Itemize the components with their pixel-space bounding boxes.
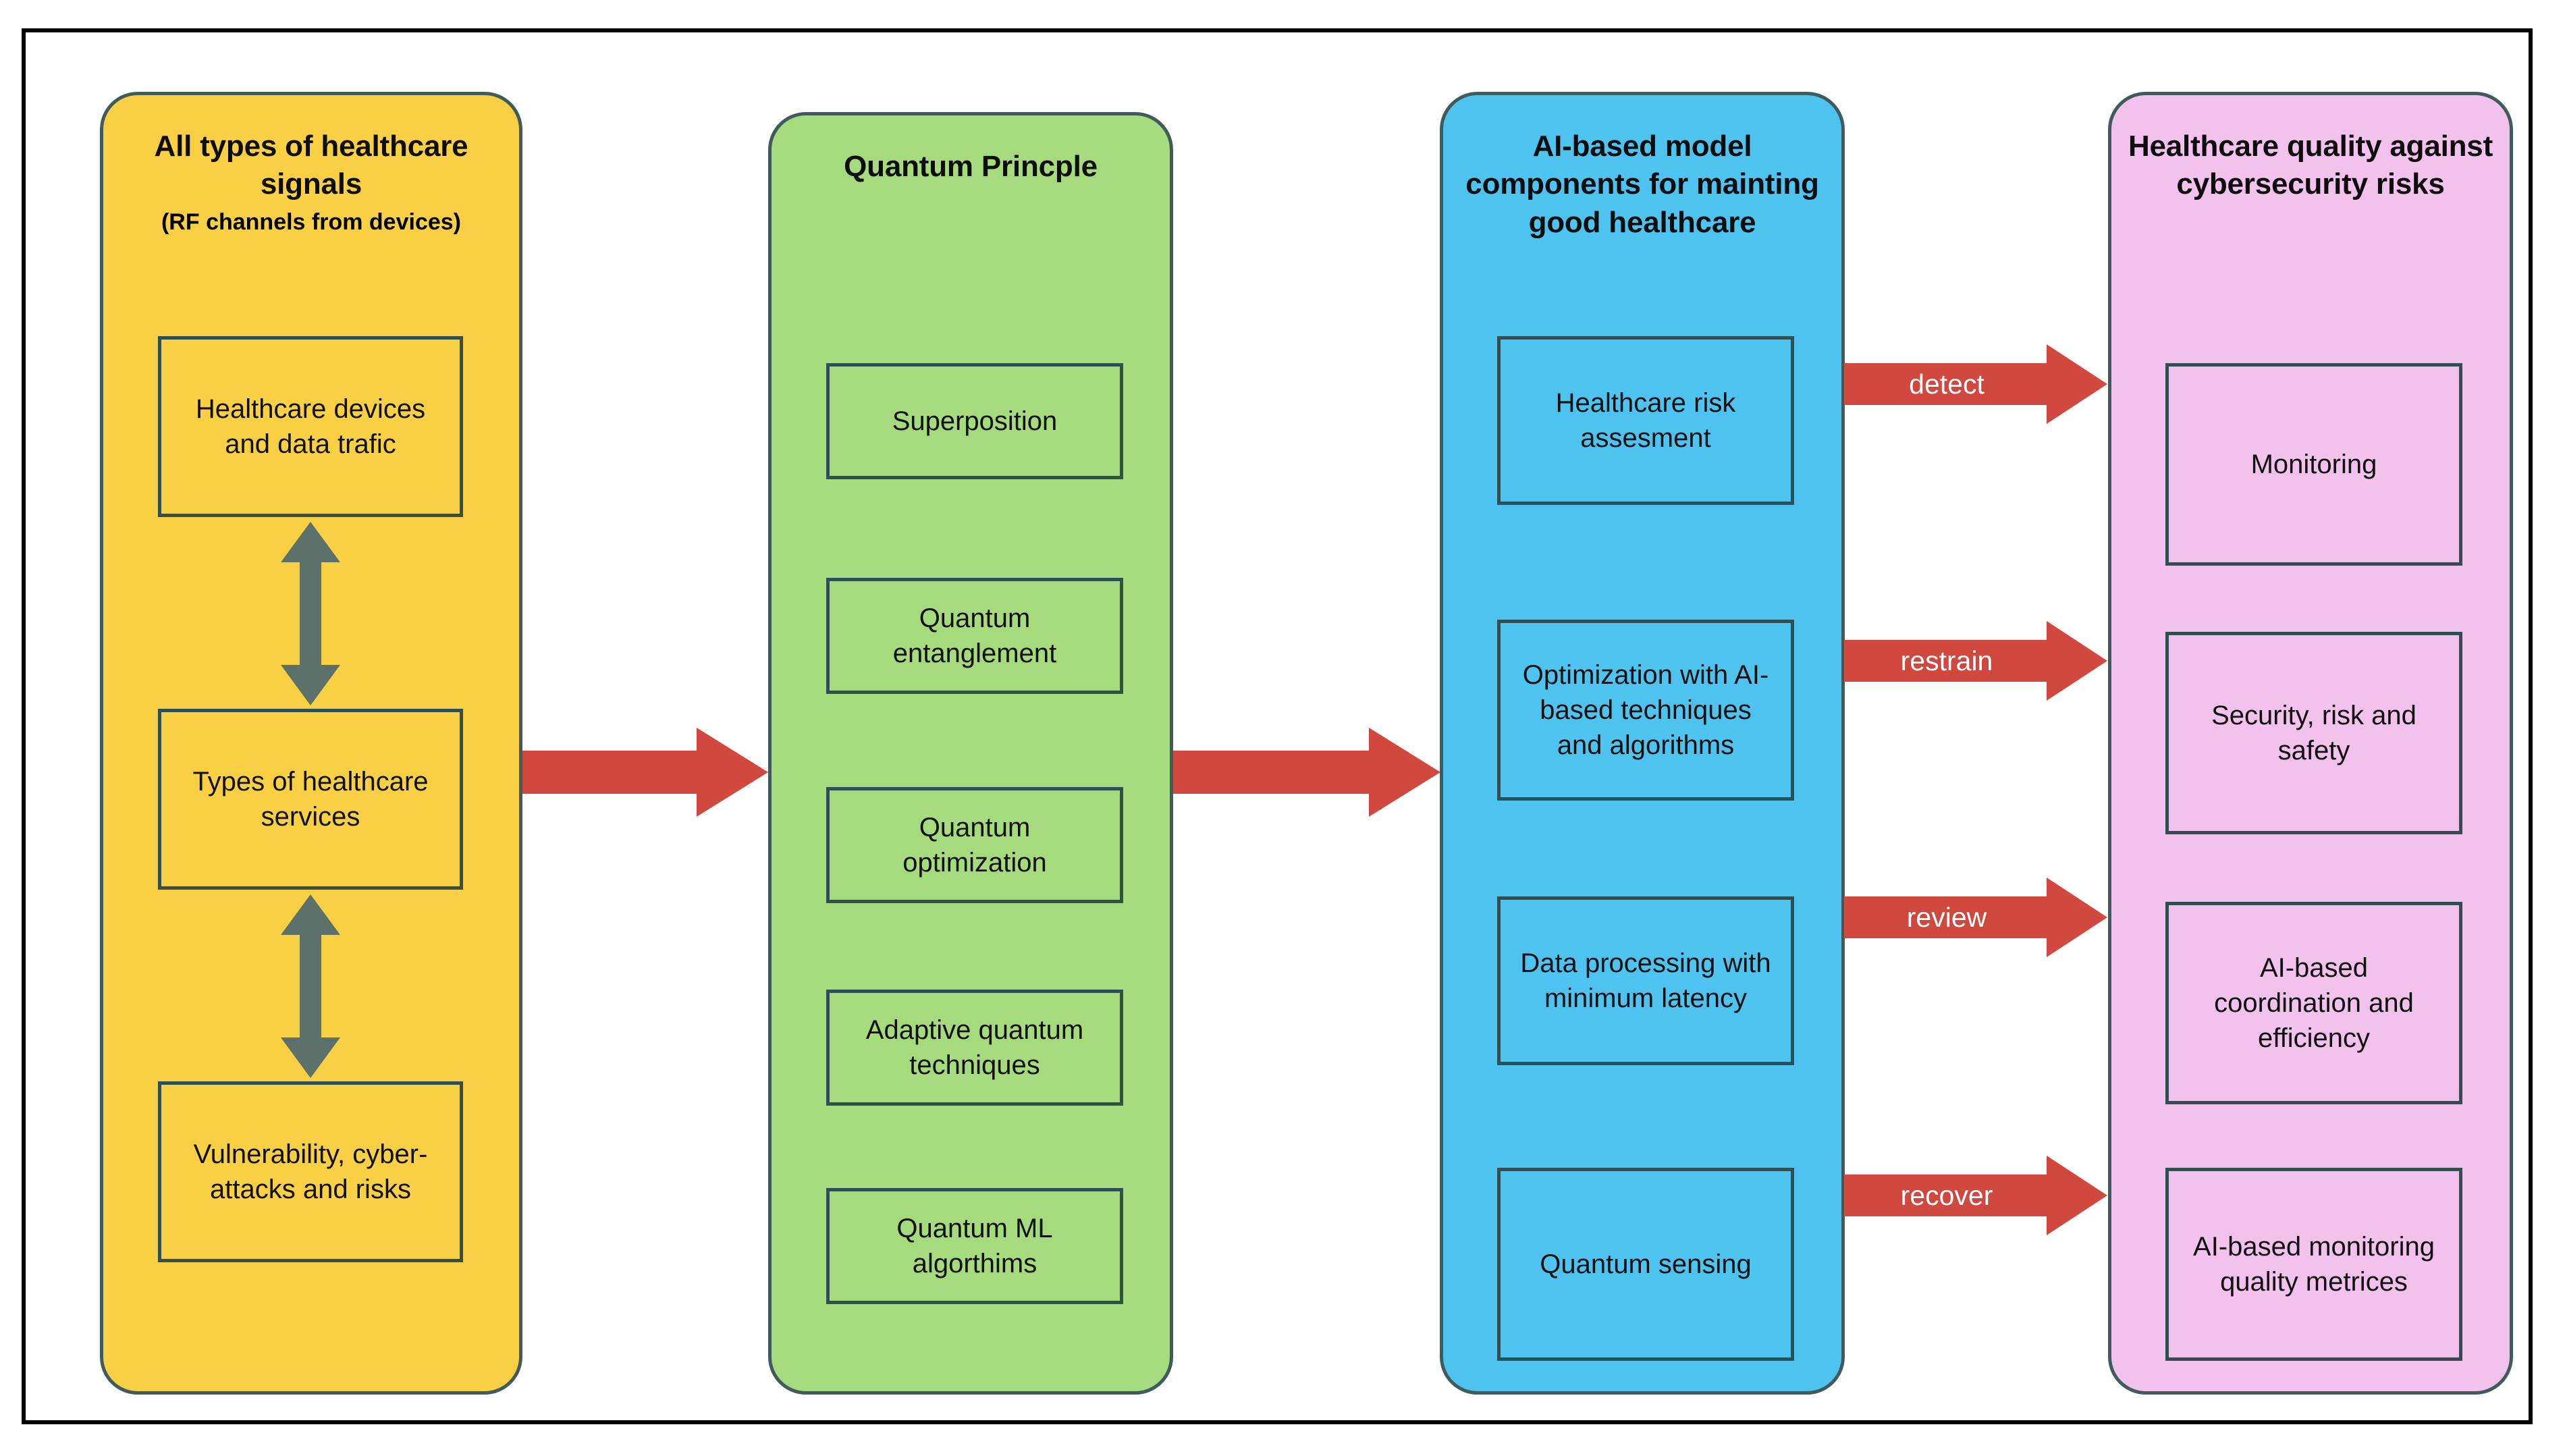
double-arrow-devices-services [278, 522, 343, 705]
item-quantum-ml-algorithms[interactable]: Quantum ML algorthims [826, 1188, 1123, 1304]
panel-subtitle-signals: (RF channels from devices) [161, 209, 461, 235]
item-superposition[interactable]: Superposition [826, 363, 1123, 479]
panel-healthcare-signals: All types of healthcare signals (RF chan… [100, 92, 522, 1395]
panel-title-quality: Healthcare quality against cybersecurity… [2128, 130, 2493, 201]
stage-arrow-signals-to-quantum [522, 728, 768, 817]
panel-healthcare-quality: Healthcare quality against cybersecurity… [2108, 92, 2513, 1395]
stage-arrow-quantum-to-ai [1173, 728, 1440, 817]
item-label: AI-based coordination and efficiency [2214, 953, 2414, 1053]
item-label: Healthcare risk assesment [1555, 388, 1736, 453]
link-arrow-recover: recover [1844, 1156, 2107, 1235]
item-adaptive-quantum-techniques[interactable]: Adaptive quantum techniques [826, 990, 1123, 1106]
item-healthcare-risk-assessment[interactable]: Healthcare risk assesment [1497, 336, 1794, 505]
panel-ai-model-components: AI-based model components for mainting g… [1440, 92, 1845, 1395]
item-label: Monitoring [2250, 450, 2377, 479]
panel-title-signals: All types of healthcare signals [154, 130, 468, 201]
link-arrow-detect: detect [1844, 344, 2107, 424]
item-healthcare-devices[interactable]: Healthcare devices and data trafic [158, 336, 463, 517]
item-label: Superposition [892, 406, 1058, 436]
item-quantum-optimization[interactable]: Quantum optimization [826, 787, 1123, 903]
item-label: Adaptive quantum techniques [865, 1015, 1084, 1080]
link-arrow-restrain: restrain [1844, 621, 2107, 701]
panel-title-ai: AI-based model components for mainting g… [1465, 130, 1819, 239]
item-label: Healthcare devices and data trafic [195, 394, 426, 459]
item-ai-monitoring-quality-metrics[interactable]: AI-based monitoring quality metrices [2165, 1168, 2462, 1361]
item-label: Vulnerability, cyber-attacks and risks [193, 1139, 428, 1204]
item-ai-coordination-efficiency[interactable]: AI-based coordination and efficiency [2165, 902, 2462, 1104]
item-optimization-ai-techniques[interactable]: Optimization with AI-based techniques an… [1497, 620, 1794, 801]
item-label: Types of healthcare services [192, 767, 429, 832]
item-security-risk-safety[interactable]: Security, risk and safety [2165, 632, 2462, 834]
item-label: Quantum entanglement [892, 603, 1057, 668]
item-label: Data processing with minimum latency [1520, 948, 1771, 1013]
item-label: Quantum sensing [1540, 1249, 1752, 1279]
item-label: Quantum ML algorthims [896, 1214, 1053, 1278]
item-quantum-entanglement[interactable]: Quantum entanglement [826, 578, 1123, 694]
panel-quantum-principle: Quantum Princple [768, 112, 1173, 1395]
double-arrow-services-vulnerability [278, 894, 343, 1078]
link-arrow-review: review [1844, 878, 2107, 957]
item-healthcare-services[interactable]: Types of healthcare services [158, 709, 463, 890]
item-monitoring[interactable]: Monitoring [2165, 363, 2462, 566]
item-label: Security, risk and safety [2211, 701, 2416, 765]
link-arrow-label: detect [1909, 368, 1985, 400]
link-arrow-label: restrain [1900, 645, 1993, 676]
item-quantum-sensing[interactable]: Quantum sensing [1497, 1168, 1794, 1361]
item-data-processing-latency[interactable]: Data processing with minimum latency [1497, 896, 1794, 1065]
item-label: Optimization with AI-based techniques an… [1522, 660, 1769, 760]
item-vulnerability-risks[interactable]: Vulnerability, cyber-attacks and risks [158, 1081, 463, 1262]
link-arrow-label: review [1906, 901, 1987, 933]
link-arrow-label: recover [1900, 1179, 1993, 1211]
item-label: Quantum optimization [902, 813, 1047, 878]
diagram-frame: All types of healthcare signals (RF chan… [22, 28, 2533, 1424]
panel-title-quantum: Quantum Princple [844, 150, 1098, 183]
item-label: AI-based monitoring quality metrices [2193, 1232, 2435, 1297]
